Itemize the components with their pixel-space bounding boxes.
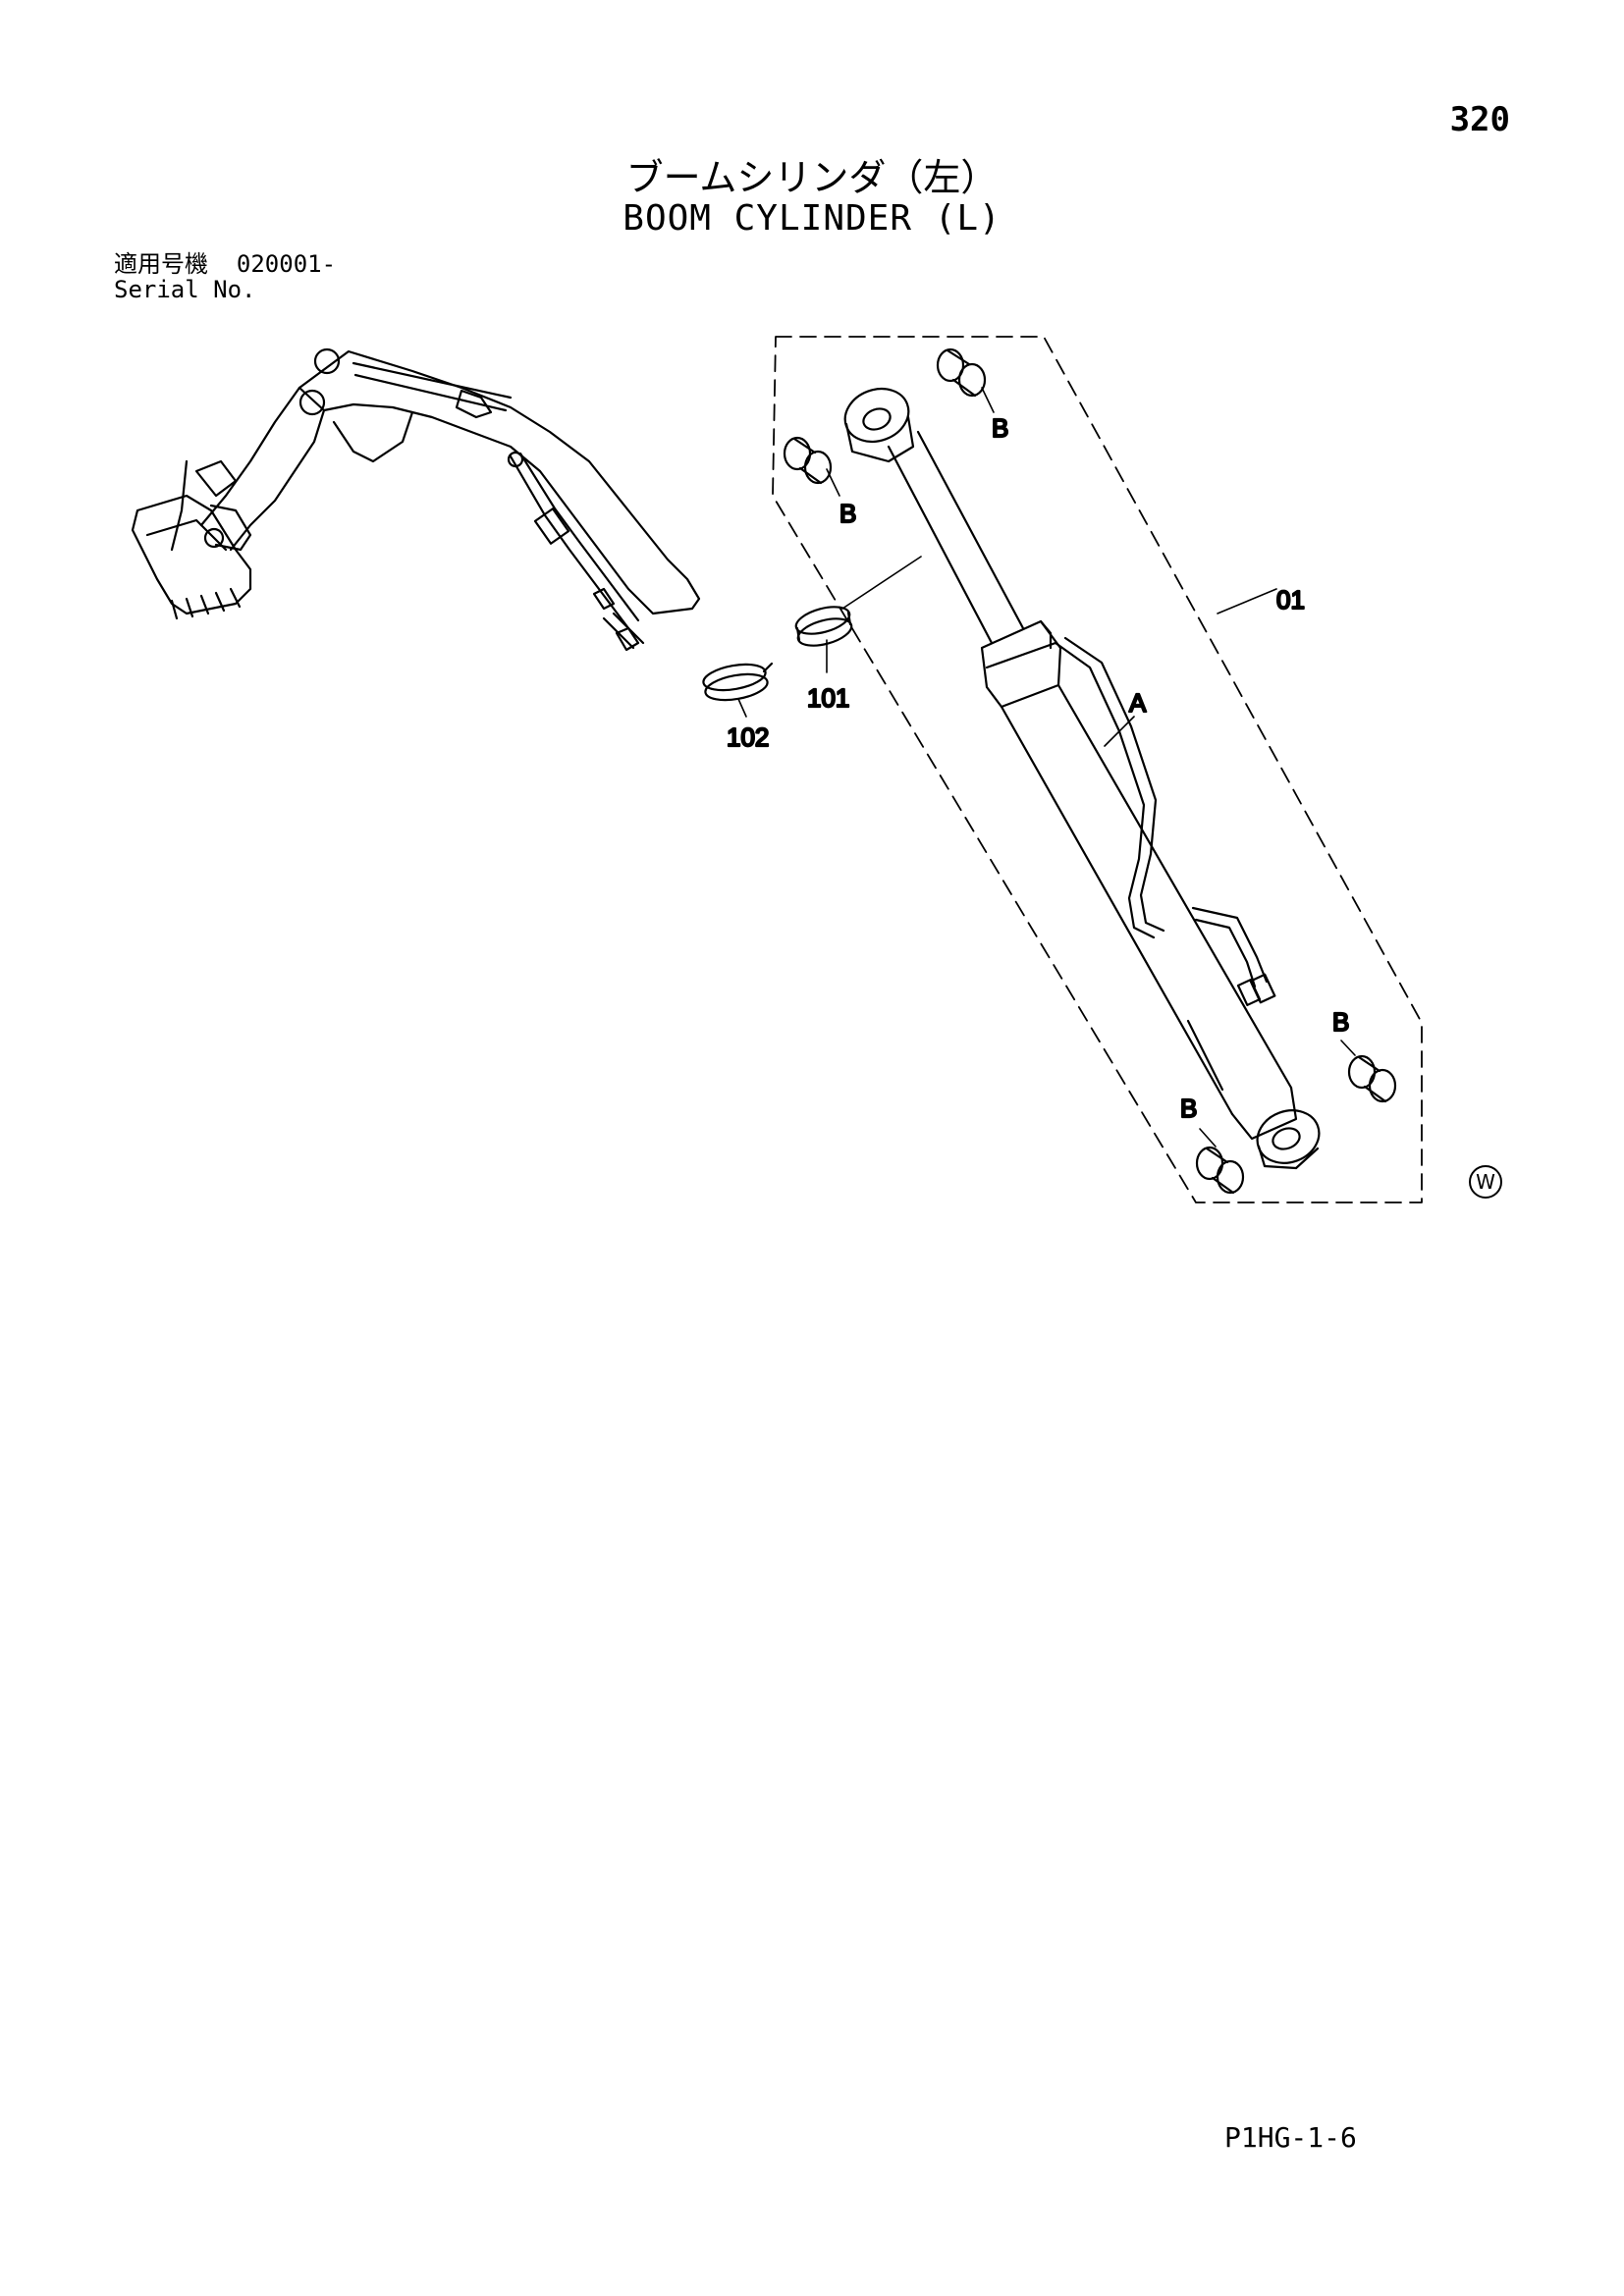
serial-label-english: Serial No. [114,276,256,303]
serial-number-block: 適用号機 020001- Serial No. [114,251,336,302]
callout-assembly-01: 01 [1276,585,1305,614]
bushing-b-bottom-right [1347,1054,1397,1103]
leader-lines [737,387,1356,1148]
boom-cylinder-assembly [843,387,1321,1170]
bushing-b-top-right [936,347,987,398]
callout-band-102: 102 [727,722,769,752]
hose-pipe-a [1054,636,1276,1092]
bushing-b-bottom-left [1195,1146,1245,1195]
callout-b-top-left: B [839,499,856,528]
serial-value: 020001- [236,250,337,278]
page-title-english: BOOM CYLINDER (L) [623,198,1001,239]
excavator-arm-overview-illustration [131,347,701,652]
callout-b-bottom-right: B [1332,1007,1349,1037]
callout-band-101: 101 [807,683,849,713]
page-number: 320 [1449,100,1510,139]
bushing-b-top-left [783,436,833,485]
assembly-boundary-dashed [772,336,1423,1203]
band-clamp-101 [794,606,853,647]
band-clamp-102 [702,662,774,702]
callout-hose-a: A [1129,688,1147,718]
circled-w-mark: W [1469,1165,1502,1199]
callout-b-top-right: B [992,413,1008,443]
callout-b-bottom-left: B [1180,1094,1197,1123]
drawing-code: P1HG-1-6 [1224,2121,1357,2154]
page-title-japanese: ブームシリンダ（左） [625,156,999,199]
serial-label-japanese: 適用号機 [114,250,208,278]
